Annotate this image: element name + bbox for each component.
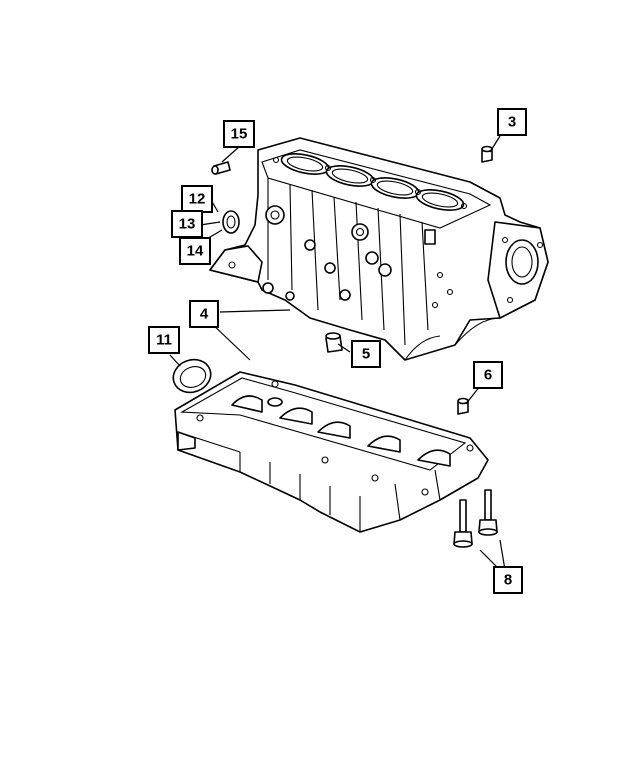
callout-label: 6 <box>484 367 492 384</box>
bedplate <box>174 371 489 533</box>
callout-8: 8 <box>493 566 523 594</box>
callout-13: 13 <box>171 210 203 238</box>
dowel-pin-6 <box>457 397 469 415</box>
callout-label: 15 <box>231 126 248 143</box>
dowel-pin-3 <box>481 145 493 163</box>
callout-3: 3 <box>497 108 527 136</box>
callout-6: 6 <box>473 361 503 389</box>
callout-12: 12 <box>181 185 213 213</box>
callout-14: 14 <box>179 237 211 265</box>
callout-label: 4 <box>200 306 209 323</box>
callout-label: 3 <box>508 114 516 131</box>
callout-label: 11 <box>156 332 172 349</box>
callout-5: 5 <box>351 340 381 368</box>
seal-ring <box>222 210 240 234</box>
callout-label: 13 <box>179 216 196 233</box>
callout-15: 15 <box>223 120 255 148</box>
callout-label: 12 <box>189 191 206 208</box>
callout-label: 8 <box>504 572 512 589</box>
callout-label: 5 <box>362 346 370 363</box>
callout-4: 4 <box>189 300 219 328</box>
callout-11: 11 <box>148 326 180 354</box>
callout-label: 14 <box>187 243 204 260</box>
bolts-8 <box>453 489 498 548</box>
dowel-pin-15 <box>211 161 231 175</box>
plug-5 <box>325 332 343 353</box>
rear-main-seal <box>172 358 212 394</box>
engine-block <box>209 137 549 361</box>
